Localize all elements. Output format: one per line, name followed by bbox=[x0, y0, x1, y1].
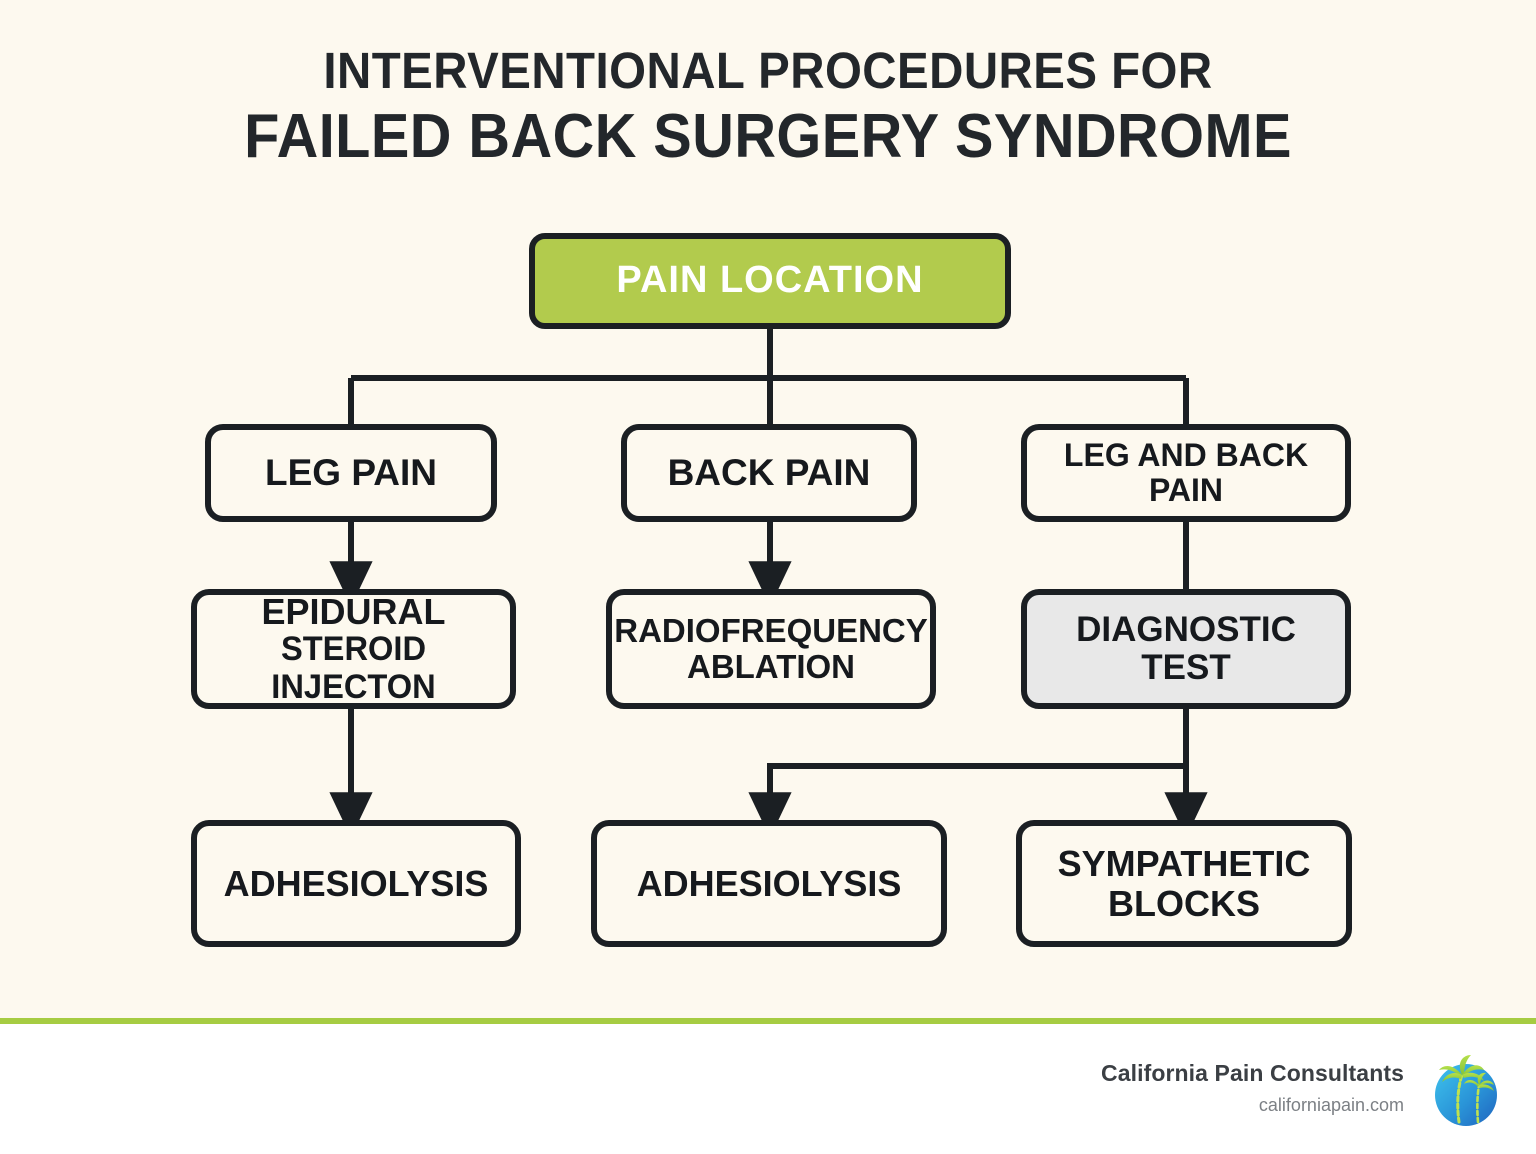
node-epidural-line-1: EPIDURAL bbox=[261, 590, 446, 632]
node-diagnostic-test[interactable]: DIAGNOSTIC TEST bbox=[1021, 589, 1351, 709]
node-adhesiolysis-middle[interactable]: ADHESIOLYSIS bbox=[591, 820, 947, 947]
node-sympathetic-blocks-line-2: BLOCKS bbox=[1107, 882, 1260, 924]
palm-tree-globe-icon bbox=[1435, 1055, 1497, 1126]
node-sympathetic-blocks[interactable]: SYMPATHETIC BLOCKS bbox=[1016, 820, 1352, 947]
node-radiofrequency-ablation[interactable]: RADIOFREQUENCY ABLATION bbox=[606, 589, 936, 709]
node-epidural-steroid-injection-label: EPIDURAL STEROID INJECTON bbox=[197, 592, 510, 706]
page-title: INTERVENTIONAL PROCEDURES FOR FAILED BAC… bbox=[0, 42, 1536, 172]
node-back-pain[interactable]: BACK PAIN bbox=[621, 424, 917, 522]
node-epidural-line-2: STEROID INJECTON bbox=[271, 630, 436, 706]
node-leg-pain-label: LEG PAIN bbox=[265, 451, 437, 493]
page-title-line-2: FAILED BACK SURGERY SYNDROME bbox=[244, 102, 1292, 172]
node-diagnostic-test-label: DIAGNOSTIC TEST bbox=[1076, 609, 1296, 688]
node-sympathetic-blocks-line-1: SYMPATHETIC bbox=[1057, 842, 1311, 884]
node-radiofrequency-line-1: RADIOFREQUENCY bbox=[614, 611, 928, 649]
node-leg-pain[interactable]: LEG PAIN bbox=[205, 424, 497, 522]
node-pain-location-label: PAIN LOCATION bbox=[616, 259, 924, 302]
section-divider bbox=[0, 1018, 1536, 1024]
footer: California Pain Consultants californiapa… bbox=[0, 1024, 1536, 1154]
node-radiofrequency-line-2: ABLATION bbox=[686, 648, 856, 685]
brand-name: California Pain Consultants bbox=[1100, 1060, 1404, 1086]
node-adhesiolysis-left-label: ADHESIOLYSIS bbox=[223, 862, 489, 904]
node-adhesiolysis-left[interactable]: ADHESIOLYSIS bbox=[191, 820, 521, 947]
node-adhesiolysis-middle-label: ADHESIOLYSIS bbox=[636, 862, 902, 904]
node-leg-and-back-pain[interactable]: LEG AND BACK PAIN bbox=[1021, 424, 1351, 522]
node-back-pain-label: BACK PAIN bbox=[667, 451, 871, 493]
node-sympathetic-blocks-label: SYMPATHETIC BLOCKS bbox=[1058, 844, 1311, 923]
node-epidural-steroid-injection[interactable]: EPIDURAL STEROID INJECTON bbox=[191, 589, 516, 709]
node-radiofrequency-ablation-label: RADIOFREQUENCY ABLATION bbox=[614, 611, 928, 686]
node-pain-location[interactable]: PAIN LOCATION bbox=[529, 233, 1011, 329]
node-diagnostic-test-line-1: DIAGNOSTIC bbox=[1076, 609, 1296, 649]
node-leg-and-back-pain-line-1: LEG AND BACK bbox=[1063, 436, 1309, 473]
node-leg-and-back-pain-label: LEG AND BACK PAIN bbox=[1063, 436, 1309, 508]
brand-url[interactable]: californiapain.com bbox=[1258, 1095, 1404, 1115]
page-title-line-1: INTERVENTIONAL PROCEDURES FOR bbox=[323, 42, 1213, 99]
node-diagnostic-test-line-2: TEST bbox=[1141, 648, 1231, 687]
node-leg-and-back-pain-line-2: PAIN bbox=[1148, 472, 1224, 508]
brand-block: California Pain Consultants californiapa… bbox=[1101, 1060, 1404, 1116]
